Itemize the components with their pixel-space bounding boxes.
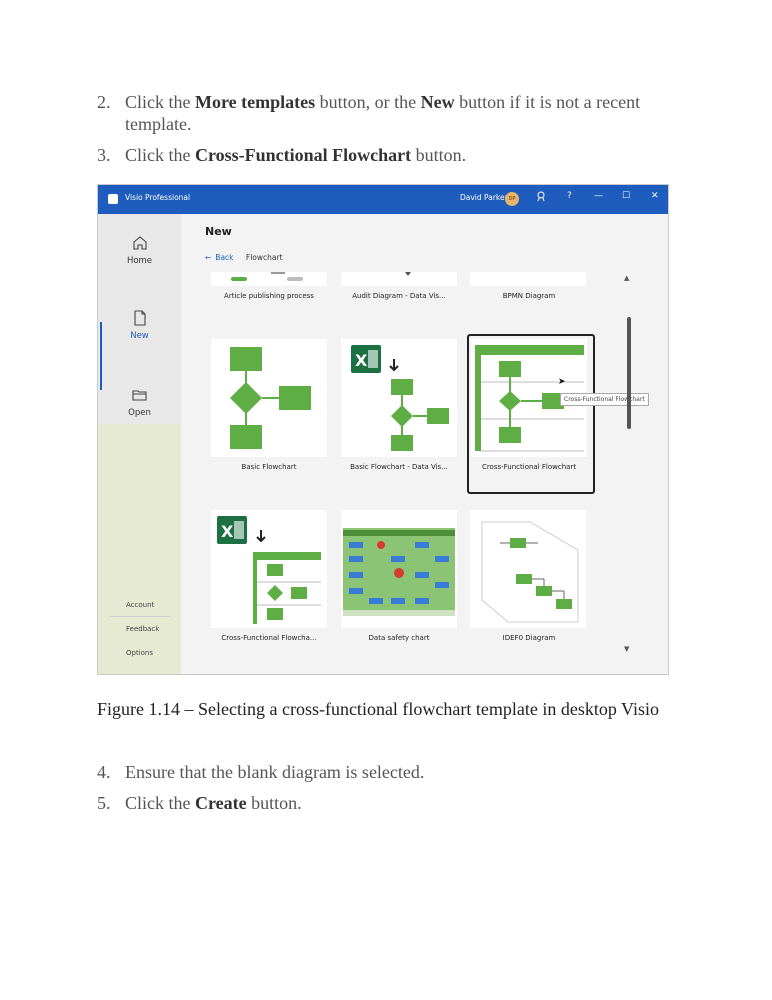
back-arrow-icon[interactable]: ← (205, 253, 212, 262)
title-bar: Visio Professional David Parker DP ? — ☐… (98, 185, 668, 214)
sidebar-item-open[interactable]: Open (98, 386, 181, 418)
visio-screenshot: Visio Professional David Parker DP ? — ☐… (97, 184, 669, 675)
sidebar-item-label: Home (126, 256, 153, 266)
template-thumbnail-basic-flowchart-data-visualizer[interactable]: X (341, 339, 457, 457)
sidebar-item-label: New (130, 331, 149, 341)
sidebar-lower-panel (98, 424, 181, 674)
back-link[interactable]: Back (215, 253, 234, 262)
template-label[interactable]: Basic Flowchart - Data Vis... (350, 463, 448, 471)
step-number: 5. (97, 793, 111, 813)
sidebar-item-new[interactable]: New (98, 309, 181, 341)
breadcrumb-current: Flowchart (245, 253, 283, 262)
template-label[interactable]: Data safety chart (368, 634, 430, 642)
figure-caption: Figure 1.14 – Selecting a cross-function… (97, 699, 659, 719)
feedback-icon[interactable] (536, 191, 546, 205)
step-text: Click the Cross-Functional Flowchart but… (125, 145, 467, 165)
tooltip: Cross-Functional Flowchart (560, 393, 649, 406)
template-thumbnail-basic-flowchart[interactable] (211, 339, 327, 457)
template-thumbnail-data-safety-chart[interactable] (341, 510, 457, 628)
minimize-button[interactable]: — (594, 191, 603, 201)
help-icon[interactable]: ? (567, 191, 572, 201)
scroll-up-arrow-icon[interactable]: ▲ (624, 274, 630, 282)
user-name[interactable]: David Parker (460, 193, 508, 202)
avatar[interactable]: DP (505, 192, 519, 206)
template-thumbnail-bpmn[interactable] (470, 272, 586, 286)
page-title: New (205, 225, 232, 238)
template-label[interactable]: Cross-Functional Flowchart (481, 463, 577, 471)
sidebar-item-label: Open (128, 408, 151, 418)
close-button[interactable]: ✕ (651, 191, 659, 201)
step-number: 4. (97, 762, 111, 782)
sidebar-item-options[interactable]: Options (126, 649, 154, 657)
template-label[interactable]: Cross-Functional Flowcha... (221, 634, 317, 642)
backstage-sidebar: Home New Open Account Feedback Options (98, 214, 181, 674)
template-label[interactable]: Audit Diagram - Data Vis... (352, 292, 446, 300)
template-thumbnail-cross-functional-data-visualizer[interactable]: X (211, 510, 327, 628)
step-text: Click the More templates button, or the … (125, 92, 641, 134)
selected-template-outline (467, 334, 595, 494)
step-text: Click the Create button. (125, 793, 302, 813)
template-label[interactable]: Basic Flowchart (241, 463, 297, 471)
maximize-button[interactable]: ☐ (622, 191, 631, 201)
step-number: 2. (97, 92, 111, 112)
step-text: Ensure that the blank diagram is selecte… (125, 762, 425, 782)
template-thumbnail-audit-diagram[interactable] (341, 272, 457, 286)
scrollbar-thumb[interactable] (627, 317, 631, 429)
mouse-pointer-icon: ➤ (558, 377, 566, 387)
breadcrumb: ←Back Flowchart (205, 253, 283, 262)
step-number: 3. (97, 145, 111, 165)
svg-text:X: X (355, 351, 368, 370)
template-label[interactable]: IDEF0 Diagram (502, 634, 556, 642)
template-thumbnail-idef0-diagram[interactable] (470, 510, 586, 628)
template-thumbnail-article-publishing[interactable] (211, 272, 327, 286)
template-label[interactable]: Article publishing process (224, 292, 314, 300)
sidebar-item-home[interactable]: Home (98, 234, 181, 266)
home-icon (132, 236, 147, 250)
active-indicator (100, 322, 102, 390)
new-file-icon (133, 310, 146, 326)
visio-logo-icon (108, 194, 118, 204)
scroll-down-arrow-icon[interactable]: ▼ (624, 645, 630, 653)
app-title: Visio Professional (125, 193, 191, 202)
template-label[interactable]: BPMN Diagram (502, 292, 556, 300)
sidebar-item-feedback[interactable]: Feedback (126, 625, 160, 633)
svg-text:X: X (221, 522, 234, 541)
divider (110, 616, 170, 617)
sidebar-item-account[interactable]: Account (126, 601, 155, 609)
folder-icon (131, 390, 147, 401)
